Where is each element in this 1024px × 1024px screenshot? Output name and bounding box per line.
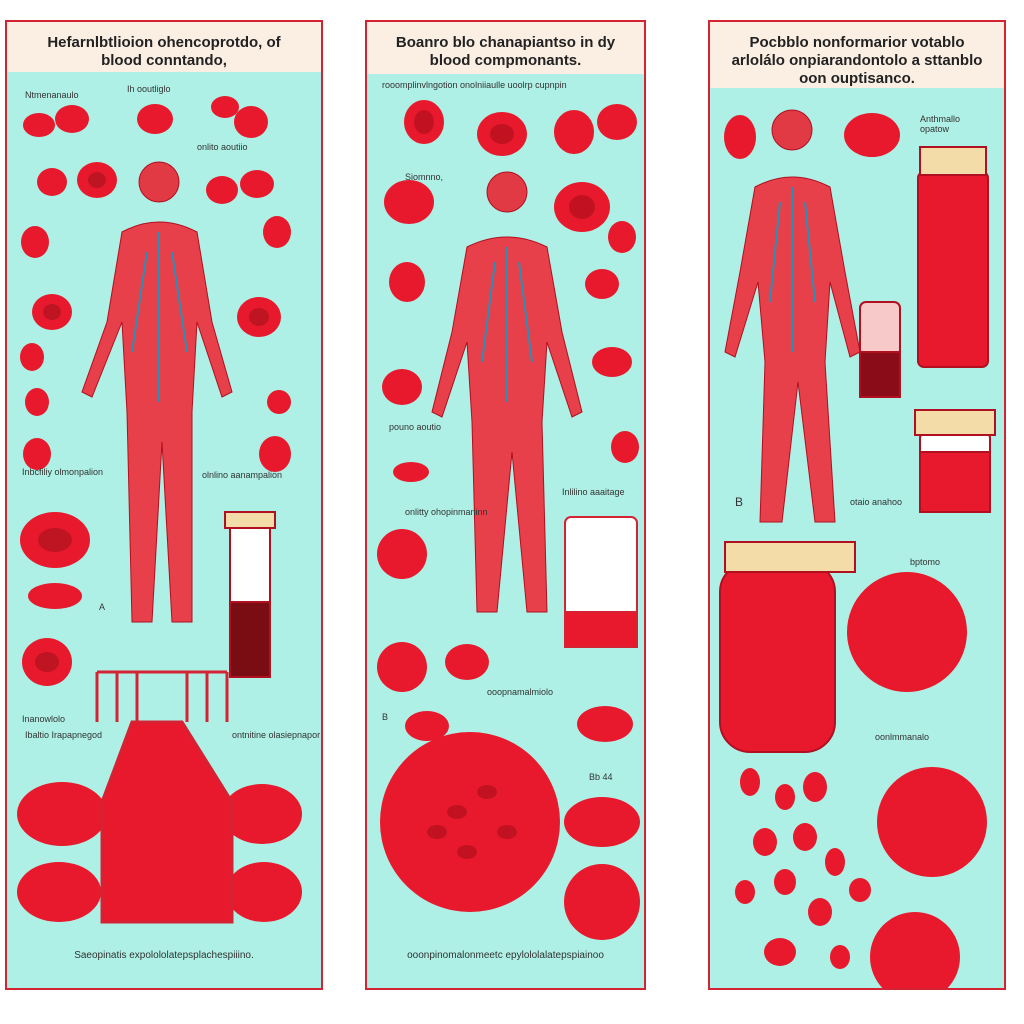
label: oonlmmanalo	[875, 732, 930, 742]
human-figure	[431, 171, 583, 613]
blood-cells	[724, 113, 987, 988]
label: olnlino aanampalion	[202, 470, 283, 480]
label: bptomo	[910, 557, 941, 567]
label: Inbcfiliy olmonpalion	[22, 467, 104, 477]
human-figure	[81, 161, 233, 623]
label: Inanowlolo	[22, 714, 66, 724]
label: B	[735, 495, 744, 509]
test-tube	[224, 511, 276, 678]
blood-bag	[564, 516, 638, 648]
label: onlito aoutiio	[197, 142, 248, 152]
blood-flask	[95, 670, 234, 924]
label: A	[99, 602, 106, 612]
blood-cells	[17, 96, 302, 922]
label: Anthmallo opatow	[920, 114, 961, 134]
panel-1-illustration	[17, 96, 302, 924]
label: Ih ooutliglo	[127, 84, 171, 94]
panel-3-illustration	[719, 109, 996, 988]
label: Siomnno,	[405, 172, 444, 182]
panel-1-footer: Saeopinatis expolololatepsplachespiiino.	[74, 950, 254, 961]
label: Bb 44	[589, 772, 613, 782]
label: B	[382, 712, 389, 722]
human-figure	[724, 109, 861, 523]
blood-cells	[377, 100, 640, 940]
panel-3-title: Pocbblo nonformarior votablo arlolálo on…	[710, 22, 1004, 88]
panel-2-footer: ooonpinomalonmeetc epylololalatepspiaino…	[407, 950, 604, 961]
panel-1: Hefarnlbtlioion ohencoprotdo, of blood c…	[5, 20, 323, 990]
label: Ibaltio Irapapnegod	[25, 730, 103, 740]
panel-2: Boanro blo chanapiantso in dy blood comp…	[365, 20, 646, 990]
label: rooomplinvlngotion onolniiaulle uoolrp c…	[382, 80, 567, 90]
label: Ntmenanaulo	[25, 90, 79, 100]
label: Inlilino aaaitage	[562, 487, 625, 497]
label: otaio anahoo	[850, 497, 903, 507]
panel-1-title: Hefarnlbtlioion ohencoprotdo, of blood c…	[7, 22, 321, 72]
label: ooopnamalmiolo	[487, 687, 554, 697]
label: onlitty ohopinmaninn	[405, 507, 488, 517]
panel-3: Pocbblo nonformarior votablo arlolálo on…	[708, 20, 1006, 990]
blood-containers	[719, 146, 996, 753]
label: ontnitine olasiepnapor	[232, 730, 321, 740]
panel-2-title: Boanro blo chanapiantso in dy blood comp…	[367, 22, 644, 74]
panel-2-illustration	[377, 100, 640, 940]
label: pouno aoutio	[389, 422, 442, 432]
